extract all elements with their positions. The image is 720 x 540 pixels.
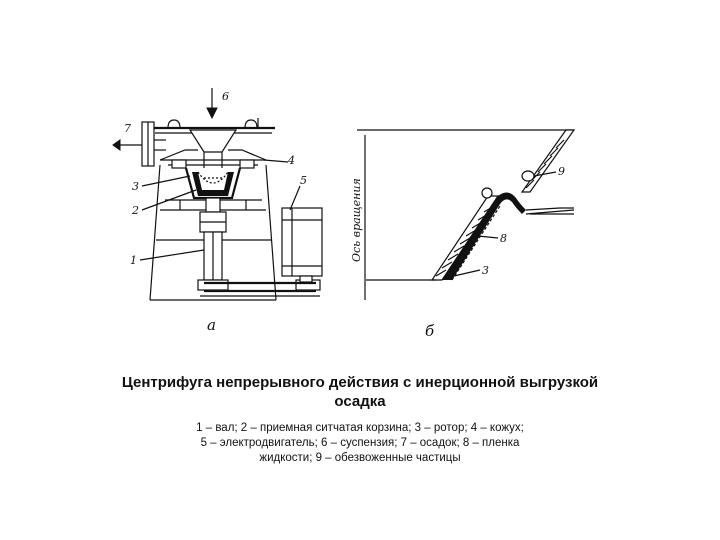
sediment-film	[442, 192, 575, 281]
legend-line-3: жидкости; 9 – обезвоженные частицы	[259, 452, 461, 464]
legend-line-1: 1 – вал; 2 – приемная ситчатая корзина; …	[196, 422, 524, 434]
discharge-outlet	[112, 121, 166, 167]
label-2: 2	[131, 204, 139, 217]
label-9: 9	[558, 165, 565, 178]
axis-label: Ось вращения	[350, 178, 363, 262]
panel-b-letter: б	[425, 322, 435, 340]
shaft	[199, 197, 227, 281]
electric-motor	[281, 207, 323, 283]
leader-lines-b	[453, 171, 557, 277]
figure-title: Центрифуга непрерывного действия с инерц…	[121, 374, 599, 410]
panel-a-centrifuge: 6 7 4 5 3 2 1 а	[112, 88, 323, 334]
discharge-slope	[481, 129, 576, 199]
label-7: 7	[124, 122, 131, 135]
centrifuge-diagram: 6 7 4 5 3 2 1 а Ось вращения	[112, 88, 576, 340]
leader-lines	[139, 159, 301, 261]
housing-shoulders	[159, 149, 267, 169]
particle-upper	[521, 170, 535, 182]
label-4: 4	[287, 154, 295, 167]
label-5: 5	[300, 174, 307, 187]
particle-lower	[481, 187, 493, 199]
label-6: 6	[222, 90, 229, 103]
figure-legend: 1 – вал; 2 – приемная ситчатая корзина; …	[120, 421, 600, 466]
label-1: 1	[130, 254, 137, 267]
feed-funnel	[188, 129, 238, 168]
rotation-axis: Ось вращения	[350, 135, 366, 300]
panel-b-rotor-detail: Ось вращения	[350, 129, 576, 340]
belt-drive	[197, 279, 321, 297]
panel-a-letter: а	[207, 316, 216, 334]
label-3: 3	[132, 180, 139, 193]
label-3b: 3	[482, 264, 489, 277]
figure-caption: Центрифуга непрерывного действия с инерц…	[120, 373, 600, 466]
feed-arrow	[206, 88, 218, 120]
label-8: 8	[500, 232, 507, 245]
rotor-basket	[184, 167, 242, 200]
legend-line-2: 5 – электродвигатель; 6 – суспензия; 7 –…	[200, 437, 520, 449]
